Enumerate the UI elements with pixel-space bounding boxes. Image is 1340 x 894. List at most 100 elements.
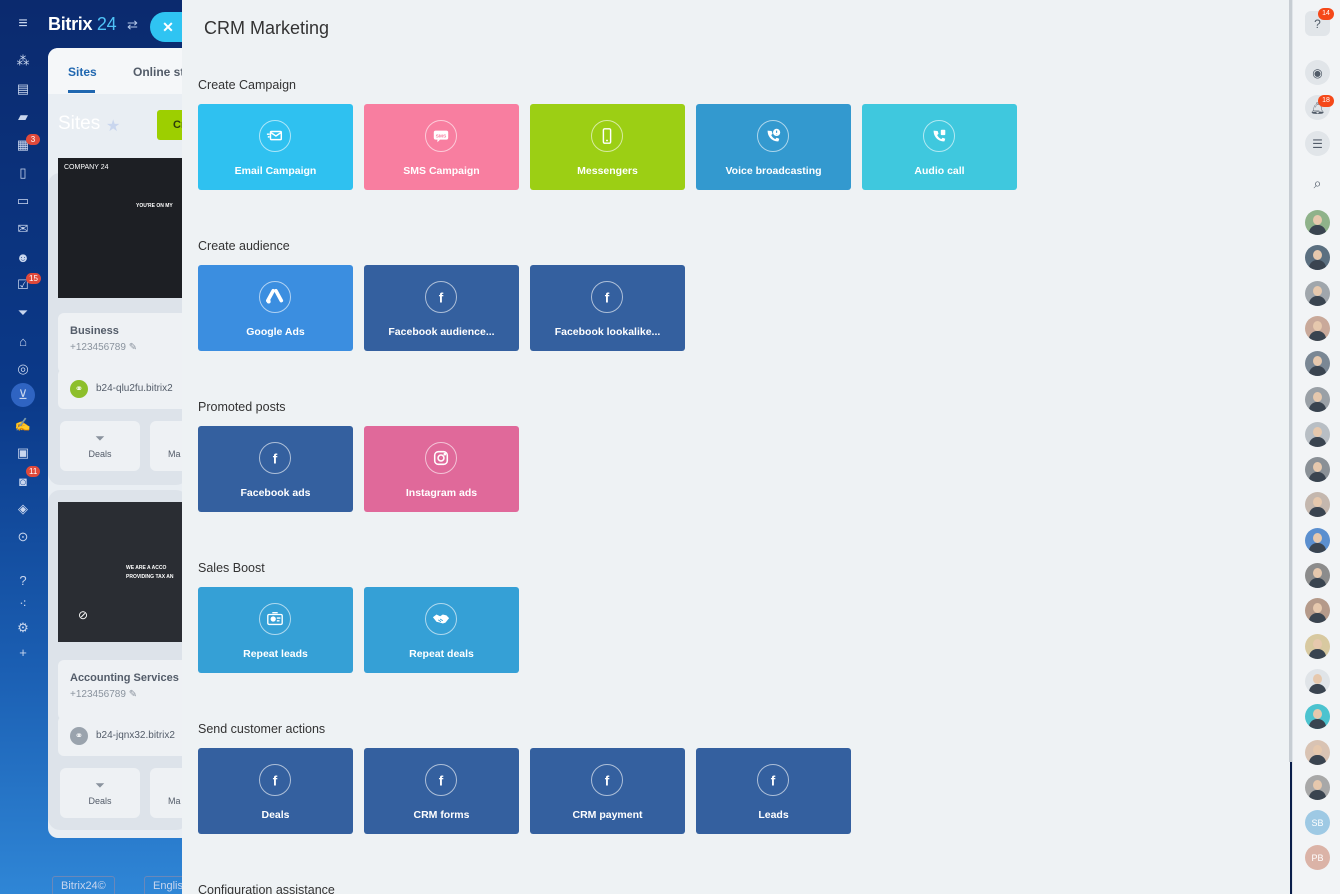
drive-icon[interactable]: ▭ (16, 193, 30, 208)
star-icon[interactable]: ★ (106, 118, 121, 135)
cart-icon[interactable]: ⊻ (11, 383, 35, 407)
brand-logo[interactable]: Bitrix 24 (48, 14, 117, 34)
robot-icon[interactable]: ◙ (19, 473, 27, 489)
tile-label: Leads (758, 809, 789, 821)
avatar[interactable] (1305, 386, 1330, 412)
svg-text:f: f (605, 290, 610, 305)
thumbnail-headline: YOU'RE ON MY (136, 203, 173, 209)
box-icon[interactable]: ◈ (18, 501, 28, 516)
search-icon[interactable]: ⌕ (1313, 175, 1322, 191)
avatar[interactable] (1305, 421, 1330, 447)
sitemap-icon[interactable]: ⁖ (19, 596, 27, 611)
messages-icon[interactable]: ☰ (1305, 131, 1330, 156)
avatar[interactable] (1305, 704, 1330, 730)
avatar[interactable] (1305, 598, 1330, 624)
avatar[interactable] (1305, 633, 1330, 659)
menu-icon[interactable]: ≡ (18, 15, 28, 32)
switch-icon[interactable]: ⇄ (127, 17, 138, 32)
scrollbar[interactable] (1289, 0, 1292, 762)
avatar[interactable] (1305, 492, 1330, 518)
avatar[interactable] (1305, 245, 1330, 271)
tasks-icon[interactable]: ☑ (17, 277, 29, 292)
documents-icon[interactable]: ▯ (19, 165, 27, 180)
tab-online-store[interactable]: Online st (133, 65, 185, 79)
tile-label: SMS Campaign (403, 165, 480, 177)
site-name[interactable]: Accounting Services (70, 672, 179, 684)
feed-icon[interactable]: ▤ (16, 81, 30, 96)
avatar[interactable] (1305, 739, 1330, 765)
site-card: COMPANY 24 YOU'RE ON MY Business +123456… (48, 158, 190, 485)
tile-voice-broadcasting[interactable]: Voice broadcasting (696, 104, 851, 190)
site-link[interactable]: ⚭ b24-jqnx32.bitrix2 (58, 716, 188, 756)
site-thumbnail[interactable]: WE ARE A ACCO PROVIDING TAX AN ⊘ (58, 502, 188, 642)
copilot-icon[interactable]: ◉ (1305, 60, 1330, 85)
link-icon: ⚭ (70, 380, 88, 398)
avatar[interactable] (1305, 315, 1330, 341)
help-icon[interactable]: ? (19, 572, 27, 588)
chat-icon[interactable]: ▰ (18, 109, 28, 124)
tile-repeat-leads[interactable]: Repeat leads (198, 587, 353, 673)
add-icon[interactable]: + (19, 644, 27, 660)
tile-sms-campaign[interactable]: SMS SMS Campaign (364, 104, 519, 190)
tile-messengers[interactable]: Messengers (530, 104, 685, 190)
facebook-icon: f (259, 764, 291, 796)
hidden-eye-icon[interactable]: ⊘ (78, 608, 89, 622)
facebook-icon: f (259, 442, 291, 474)
avatar-initials[interactable]: PB (1305, 845, 1330, 871)
tile-repeat-deals[interactable]: Repeat deals (364, 587, 519, 673)
svg-text:f: f (605, 773, 610, 788)
settings-icon[interactable]: ⚙ (17, 620, 29, 635)
tile-audio-call[interactable]: Audio call (862, 104, 1017, 190)
close-slider-button[interactable]: ✕ (150, 12, 184, 42)
activity-icon[interactable]: ⁂ (16, 53, 30, 68)
card-icon[interactable]: ▣ (16, 445, 30, 460)
sign-icon[interactable]: ✍ (14, 417, 32, 432)
site-card: WE ARE A ACCO PROVIDING TAX AN ⊘ Account… (48, 490, 190, 830)
tile-label: Repeat leads (243, 648, 308, 660)
avatar[interactable] (1305, 563, 1330, 588)
more-icon[interactable]: ⊙ (17, 529, 29, 544)
bank-icon[interactable]: ⌂ (19, 333, 27, 349)
avatar-initials[interactable]: SB (1305, 810, 1330, 836)
facebook-icon: f (425, 281, 457, 313)
avatar[interactable] (1305, 457, 1330, 483)
site-info: Accounting Services +123456789 ✎ (58, 660, 188, 720)
avatar[interactable] (1305, 668, 1330, 694)
site-thumbnail[interactable]: COMPANY 24 YOU'RE ON MY (58, 158, 188, 298)
tab-sites[interactable]: Sites (68, 65, 97, 79)
target-icon[interactable]: ◎ (17, 361, 29, 376)
mail-icon[interactable]: ✉ (17, 221, 29, 236)
avatar[interactable] (1305, 280, 1330, 306)
handshake-icon (425, 603, 457, 635)
site-link[interactable]: ⚭ b24-qlu2fu.bitrix2 (58, 369, 188, 409)
filter-icon[interactable]: ⏷ (17, 305, 29, 320)
tile-instagram-ads[interactable]: Instagram ads (364, 426, 519, 512)
avatar[interactable] (1305, 351, 1330, 377)
tile-label: CRM payment (572, 809, 643, 821)
deals-button[interactable]: ⏷ Deals (60, 768, 140, 818)
svg-text:f: f (771, 773, 776, 788)
avatar[interactable] (1305, 210, 1330, 235)
avatar[interactable] (1305, 527, 1330, 553)
edit-icon[interactable]: ✎ (128, 689, 138, 700)
tile-google-ads[interactable]: Google Ads (198, 265, 353, 351)
edit-icon[interactable]: ✎ (128, 342, 138, 353)
site-name[interactable]: Business (70, 325, 119, 337)
sms-icon: SMS (425, 120, 457, 152)
tile-email-campaign[interactable]: Email Campaign (198, 104, 353, 190)
footer-brand[interactable]: Bitrix24© (52, 876, 115, 894)
repeat-leads-icon (259, 603, 291, 635)
deals-button[interactable]: ⏷ Deals (60, 421, 140, 471)
avatar[interactable] (1305, 774, 1330, 800)
contacts-icon[interactable]: ☻ (16, 249, 30, 265)
tile-label: Repeat deals (409, 648, 474, 660)
site-phone: +123456789 ✎ (70, 342, 138, 353)
site-info: Business +123456789 ✎ (58, 313, 188, 373)
